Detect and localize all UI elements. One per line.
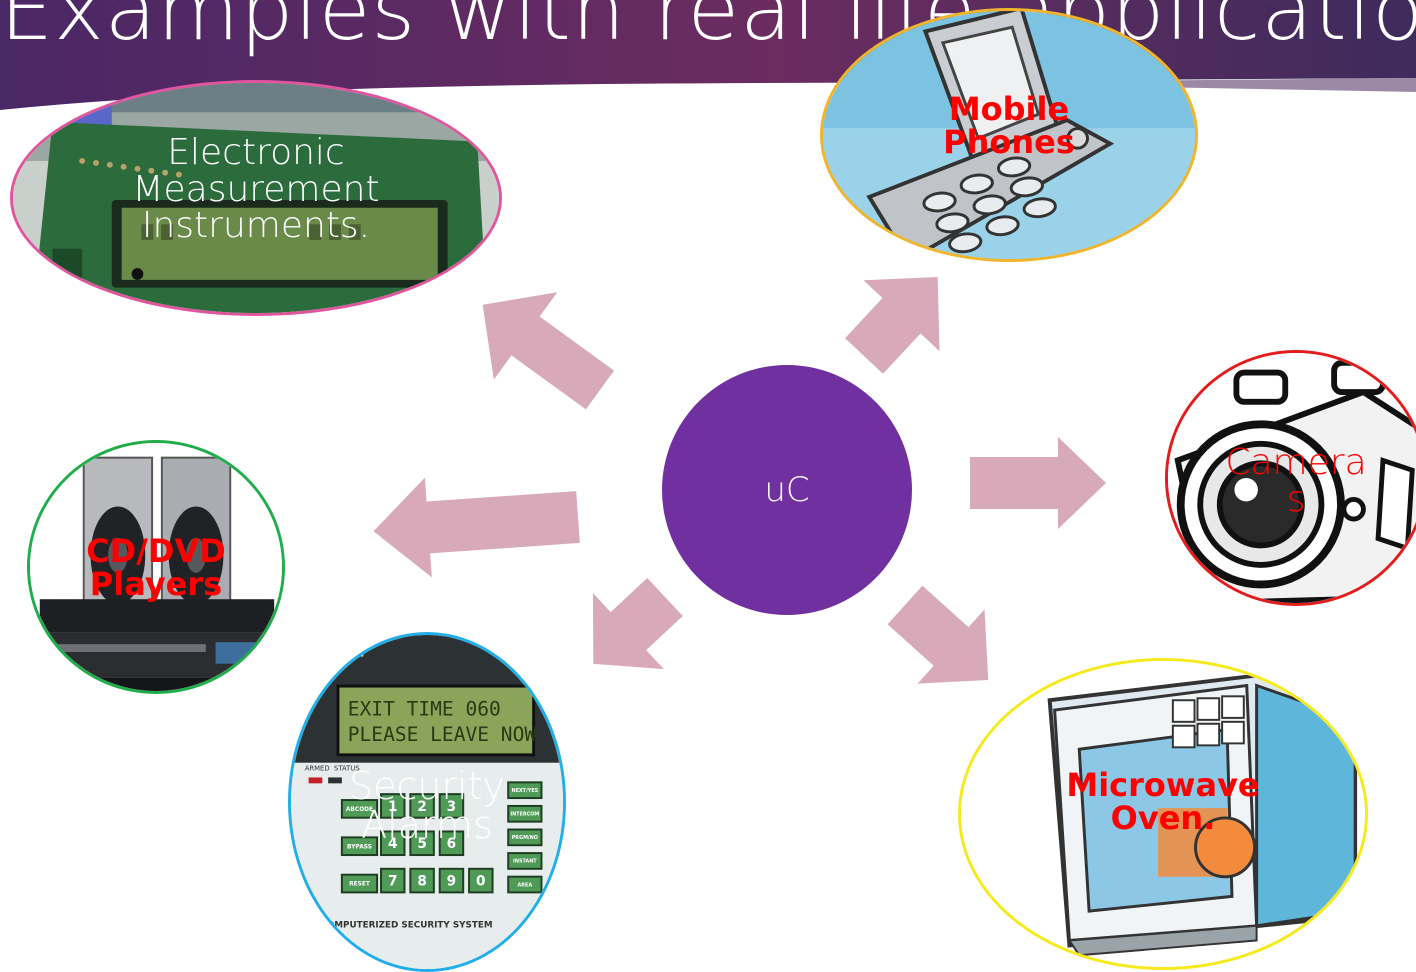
arrow-to-security-alarms bbox=[592, 577, 683, 670]
keypad-function-key bbox=[507, 852, 543, 870]
hub-label: uC bbox=[764, 470, 810, 510]
keypad-digit-key bbox=[409, 793, 435, 819]
node-cameras: Camera s bbox=[1165, 350, 1416, 606]
keypad-digit-key bbox=[438, 793, 465, 819]
arrow-to-microwave-oven bbox=[887, 585, 989, 684]
keypad-digit-key bbox=[438, 867, 465, 894]
keypad: ABCODE BYPASS RESET 1 2 3 4 5 6 7 8 9 0 NEXT/YES INTER… bbox=[340, 781, 543, 894]
panel-indicator-armed: ARMED bbox=[305, 765, 330, 773]
keypad-function-key bbox=[507, 804, 543, 823]
keypad-function-key-label: PRGM/NO bbox=[512, 835, 538, 841]
node-label: Mobile Phones bbox=[943, 90, 1075, 161]
keypad-function-key-label: AREA bbox=[518, 882, 533, 888]
keypad-digit-key bbox=[380, 867, 406, 894]
node-mobile-phones: Mobile Phones bbox=[820, 8, 1198, 262]
node-label: Camera s bbox=[1225, 442, 1367, 520]
alarm-keypad-icon: INI EXIT TIME 060 PLEASE LEAVE NOW ARMED… bbox=[291, 635, 563, 969]
node-cd-dvd-players: CD/DVD Players bbox=[27, 440, 285, 694]
keypad-digit-key-label: 3 bbox=[447, 799, 457, 815]
microcontroller-hub: uC bbox=[662, 365, 912, 615]
keypad-digit-key bbox=[438, 830, 465, 857]
node-security-alarms: INI EXIT TIME 060 PLEASE LEAVE NOW ARMED… bbox=[288, 632, 566, 972]
keypad-digit-key-label: 0 bbox=[476, 874, 486, 890]
node-label: Security Alarms bbox=[348, 764, 506, 847]
arrow-to-mobile-phones bbox=[844, 277, 940, 374]
keypad-digit-key bbox=[468, 867, 494, 894]
keypad-digit-key bbox=[409, 830, 435, 857]
keypad-digit-key-label: 7 bbox=[388, 874, 398, 890]
keypad-function-key-label: RESET bbox=[349, 882, 370, 888]
panel-display-line-1: EXIT TIME 060 bbox=[348, 698, 501, 721]
keypad-digit-key-label: 8 bbox=[417, 874, 427, 890]
keypad-function-key bbox=[340, 799, 379, 819]
panel-footer: COMPUTERIZED SECURITY SYSTEM bbox=[320, 921, 492, 931]
node-label: Microwave Oven. bbox=[1066, 766, 1260, 837]
flip-phone-icon bbox=[823, 11, 1195, 259]
arrow-to-cd-dvd-players bbox=[373, 477, 580, 578]
camera-icon bbox=[1168, 353, 1416, 603]
keypad-function-key-label: NEXT/YES bbox=[512, 788, 539, 794]
keypad-digit-key-label: 2 bbox=[417, 799, 427, 815]
microwave-icon bbox=[961, 661, 1365, 967]
panel-indicator-status: STATUS bbox=[334, 765, 360, 773]
keypad-function-key bbox=[507, 828, 543, 847]
keypad-digit-key-label: 9 bbox=[447, 874, 457, 890]
keypad-function-key-label: ABCODE bbox=[346, 807, 373, 813]
keypad-digit-key-label: 1 bbox=[388, 799, 398, 815]
keypad-digit-key bbox=[380, 830, 406, 857]
keypad-function-key bbox=[340, 873, 379, 894]
keypad-digit-key bbox=[409, 867, 435, 894]
keypad-function-key bbox=[507, 875, 543, 894]
node-electronic-measurement-instruments: Electronic Measurement Instruments. bbox=[10, 80, 502, 316]
keypad-digit-key-label: 5 bbox=[417, 836, 427, 852]
node-label: CD/DVD Players bbox=[86, 532, 226, 603]
keypad-digit-key bbox=[380, 793, 406, 819]
node-microwave-oven: Microwave Oven. bbox=[958, 658, 1368, 970]
speaker-player-icon bbox=[30, 443, 282, 691]
panel-display-line-2: PLEASE LEAVE NOW bbox=[348, 723, 537, 746]
arrow-to-cameras bbox=[970, 437, 1106, 529]
keypad-digit-key-label: 4 bbox=[388, 836, 398, 852]
lcd-module-icon bbox=[13, 83, 499, 313]
keypad-function-key-label: INSTANT bbox=[513, 859, 537, 865]
keypad-function-key bbox=[340, 836, 379, 857]
arrow-to-electronic-measurement bbox=[482, 292, 615, 410]
keypad-function-key-label: BYPASS bbox=[347, 844, 372, 850]
keypad-function-key-label: INTERCOM bbox=[510, 812, 539, 818]
keypad-digit-key-label: 6 bbox=[447, 836, 457, 852]
keypad-function-key bbox=[507, 781, 543, 800]
panel-brand: INI bbox=[340, 642, 365, 661]
node-label: Electronic Measurement Instruments. bbox=[132, 132, 380, 247]
